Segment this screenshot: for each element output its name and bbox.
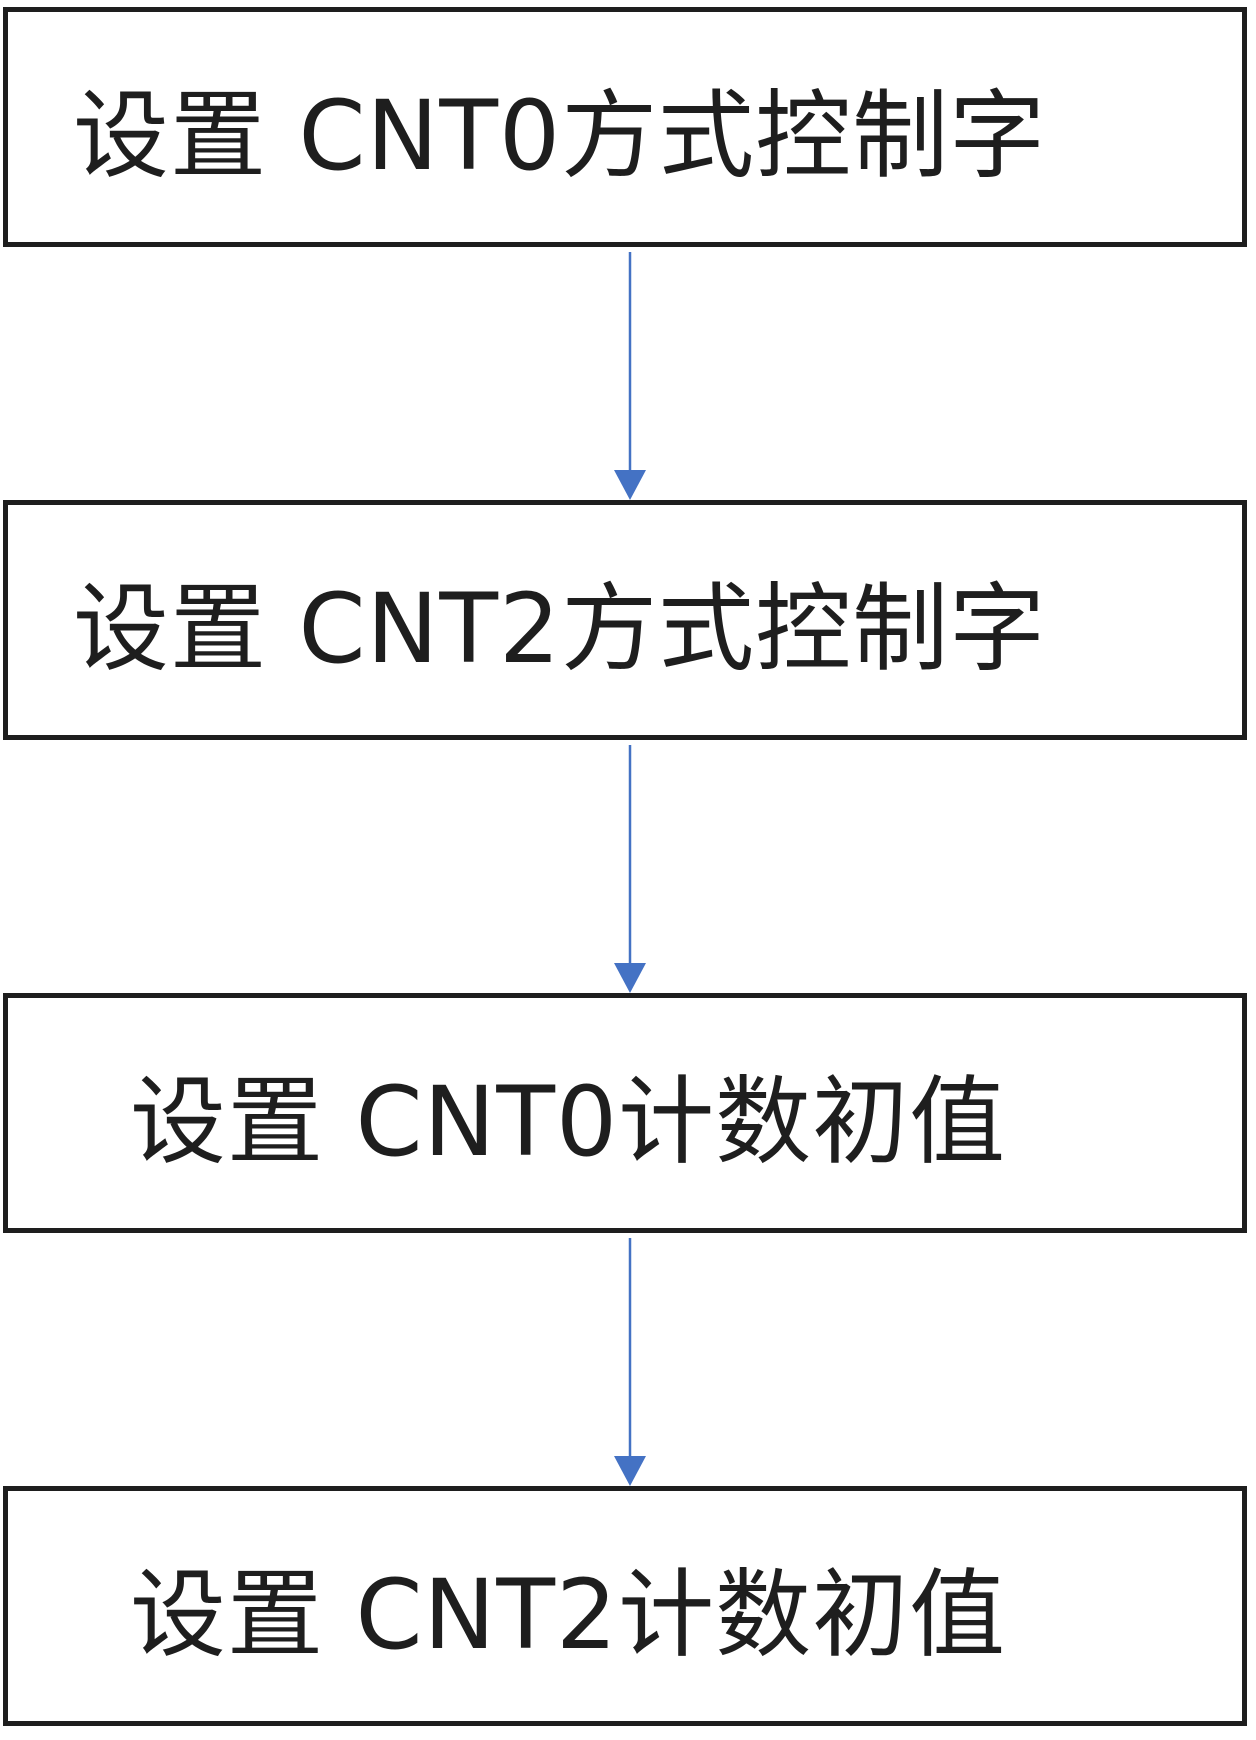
flow-step-4-label: 设置 CNT2计数初值 xyxy=(130,1558,1007,1671)
flow-step-1: 设置 CNT0方式控制字 xyxy=(3,7,1247,247)
flow-step-2-label: 设置 CNT2方式控制字 xyxy=(73,572,1047,685)
arrow-step2-to-step3 xyxy=(614,745,646,993)
flow-step-2: 设置 CNT2方式控制字 xyxy=(3,500,1247,740)
arrowhead-icon xyxy=(614,470,646,500)
flow-step-3-label: 设置 CNT0计数初值 xyxy=(130,1065,1007,1178)
arrowhead-icon xyxy=(614,963,646,993)
arrowhead-icon xyxy=(614,1456,646,1486)
flow-step-1-label: 设置 CNT0方式控制字 xyxy=(73,79,1047,192)
arrow-step1-to-step2 xyxy=(614,252,646,500)
flow-step-3: 设置 CNT0计数初值 xyxy=(3,993,1247,1233)
flow-step-4: 设置 CNT2计数初值 xyxy=(3,1486,1247,1726)
arrow-step3-to-step4 xyxy=(614,1238,646,1486)
